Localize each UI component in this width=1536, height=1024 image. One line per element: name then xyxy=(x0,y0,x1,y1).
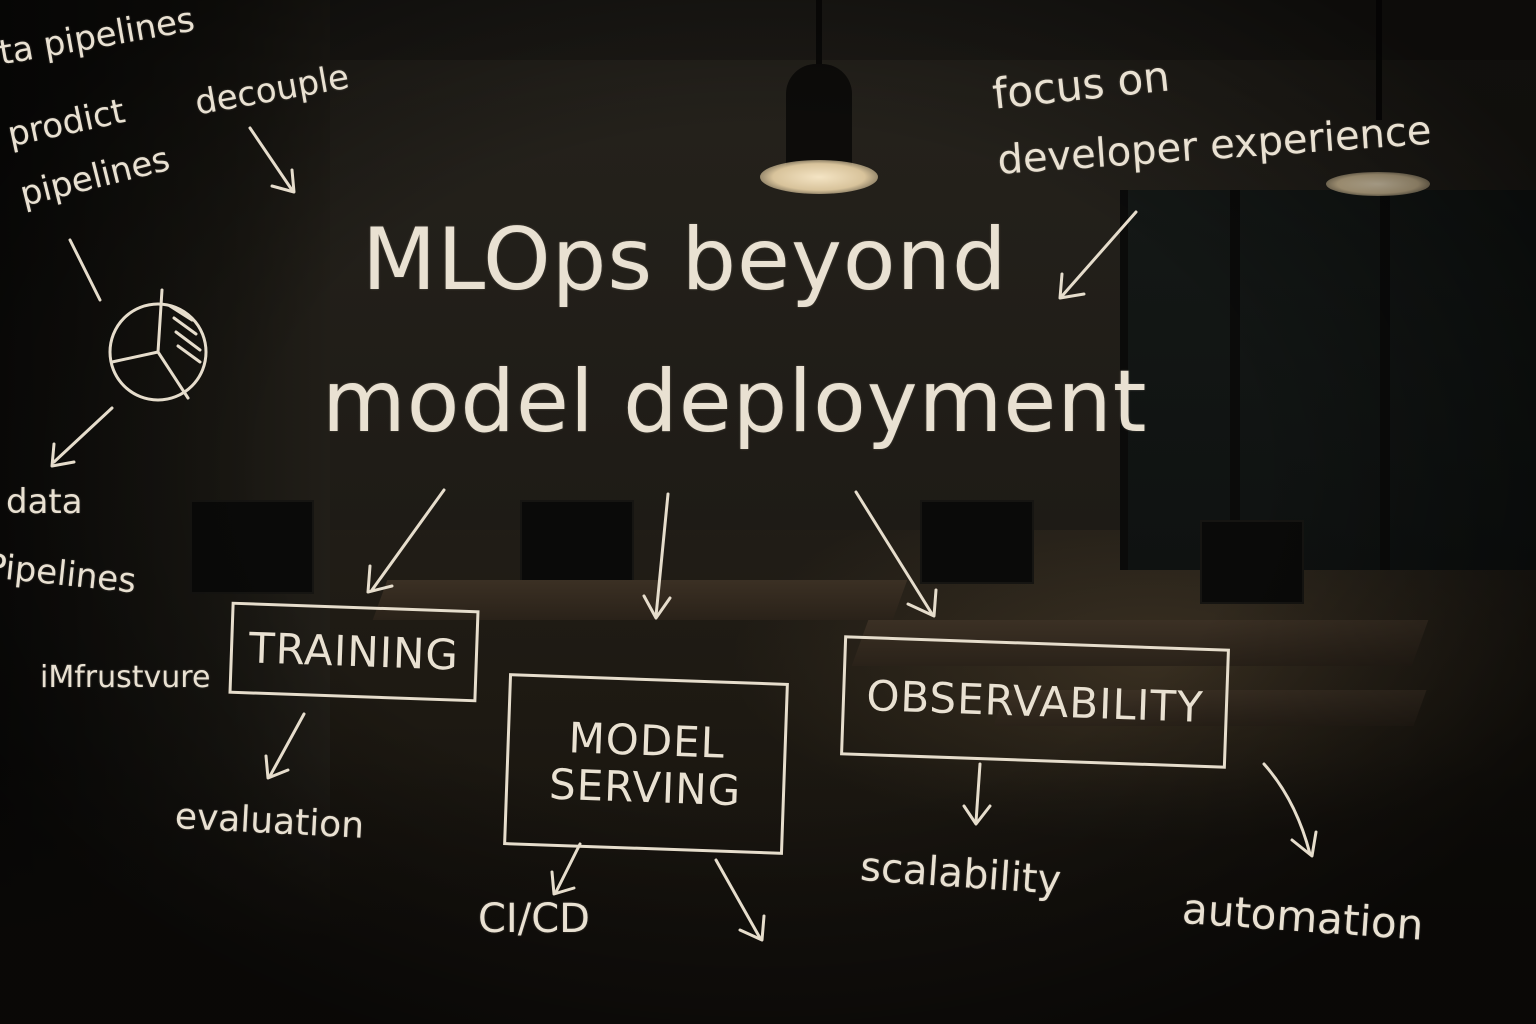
title-line-1: MLOps beyond xyxy=(362,210,1008,310)
model-serving-box: MODEL SERVING xyxy=(503,673,789,855)
pie-chart-sketch-icon xyxy=(108,288,208,402)
focus-arrow-icon xyxy=(1058,210,1138,300)
note-data: data xyxy=(6,482,83,522)
model-serving-label-line-1: MODEL xyxy=(567,713,726,768)
arrow-to-automation-icon xyxy=(1262,762,1318,858)
observability-box: OBSERVABILITY xyxy=(840,635,1230,769)
observability-label: OBSERVABILITY xyxy=(865,671,1205,733)
arrow-to-serving-icon xyxy=(642,492,672,620)
arrow-to-scalability-icon xyxy=(962,762,992,826)
training-box: TRAINING xyxy=(228,601,480,703)
arrow-to-observability-icon xyxy=(854,490,938,618)
training-label: TRAINING xyxy=(248,623,460,681)
pie-to-data-arrow-icon xyxy=(50,406,114,468)
decouple-arrow-icon xyxy=(248,126,296,194)
arrow-to-cicd-icon xyxy=(550,842,582,896)
note-infrastructure: iMfrustvure xyxy=(40,660,211,695)
arrow-to-training-icon xyxy=(366,488,446,594)
model-serving-label-line-2: SERVING xyxy=(548,759,743,816)
arrow-from-serving-icon xyxy=(714,858,766,942)
note-cicd: CI/CD xyxy=(478,896,590,942)
arrow-to-evaluation-icon xyxy=(264,712,306,780)
title-line-2: model deployment xyxy=(322,352,1148,452)
pointer-line-icon xyxy=(68,238,102,302)
